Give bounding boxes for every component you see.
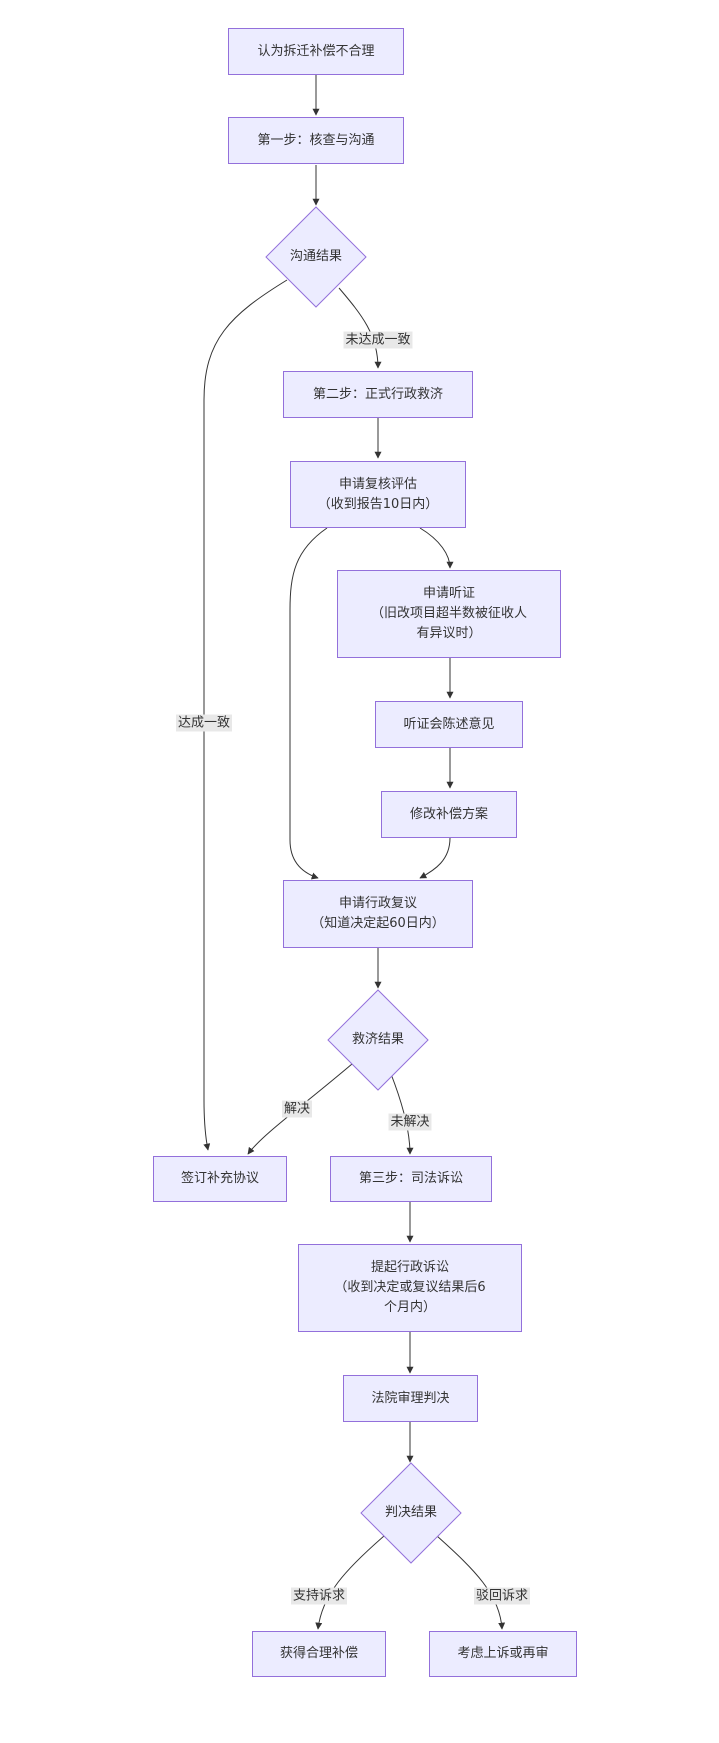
node-court-trial: 法院审理判决 — [343, 1375, 478, 1422]
node-step2: 第二步：正式行政救济 — [283, 371, 473, 418]
edge-modify-to-reconsideration — [419, 837, 451, 879]
edge-label-support-claim: 支持诉求 — [290, 1587, 348, 1605]
edge-review-to-hearing — [419, 527, 454, 569]
decision-diamond-2 — [327, 989, 429, 1091]
node-fair-compensation: 获得合理补偿 — [252, 1631, 386, 1677]
edge-decision1-to-sign-agreement — [203, 279, 288, 1151]
edge-label-reject-claim: 驳回诉求 — [473, 1587, 531, 1605]
node-review-assessment: 申请复核评估 （收到报告10日内） — [290, 461, 466, 528]
edge-decision2-to-sign-agreement — [247, 1063, 353, 1155]
decision-label-judgment: 判决结果 — [384, 1505, 438, 1520]
node-hearing: 申请听证 （旧改项目超半数被征收人 有异议时） — [337, 570, 561, 658]
node-hearing-statement: 听证会陈述意见 — [375, 701, 523, 748]
edge-decision3-to-fair-compensation — [315, 1535, 385, 1630]
node-file-lawsuit: 提起行政诉讼 （收到决定或复议结果后6 个月内） — [298, 1244, 522, 1332]
node-sign-agreement: 签订补充协议 — [153, 1156, 287, 1202]
edge-decision1-to-step2 — [338, 287, 382, 369]
decision-diamond-3 — [360, 1462, 462, 1564]
decision-label-communication: 沟通结果 — [289, 249, 343, 264]
edge-label-unresolved: 未解决 — [388, 1113, 432, 1131]
node-step3: 第三步：司法诉讼 — [330, 1156, 492, 1202]
node-appeal: 考虑上诉或再审 — [429, 1631, 577, 1677]
edge-label-agreed: 达成一致 — [175, 714, 233, 732]
edge-decision3-to-appeal — [436, 1535, 506, 1630]
edge-label-not-agreed: 未达成一致 — [343, 331, 413, 349]
edge-label-resolved: 解决 — [281, 1100, 313, 1118]
node-modify-plan: 修改补偿方案 — [381, 791, 517, 838]
decision-diamond-1 — [265, 206, 367, 308]
node-start: 认为拆迁补偿不合理 — [228, 28, 404, 75]
decision-label-relief: 救济结果 — [351, 1032, 405, 1047]
edge-review-to-reconsideration — [289, 527, 328, 880]
node-step1: 第一步：核查与沟通 — [228, 117, 404, 164]
node-admin-reconsideration: 申请行政复议 （知道决定起60日内） — [283, 880, 473, 948]
